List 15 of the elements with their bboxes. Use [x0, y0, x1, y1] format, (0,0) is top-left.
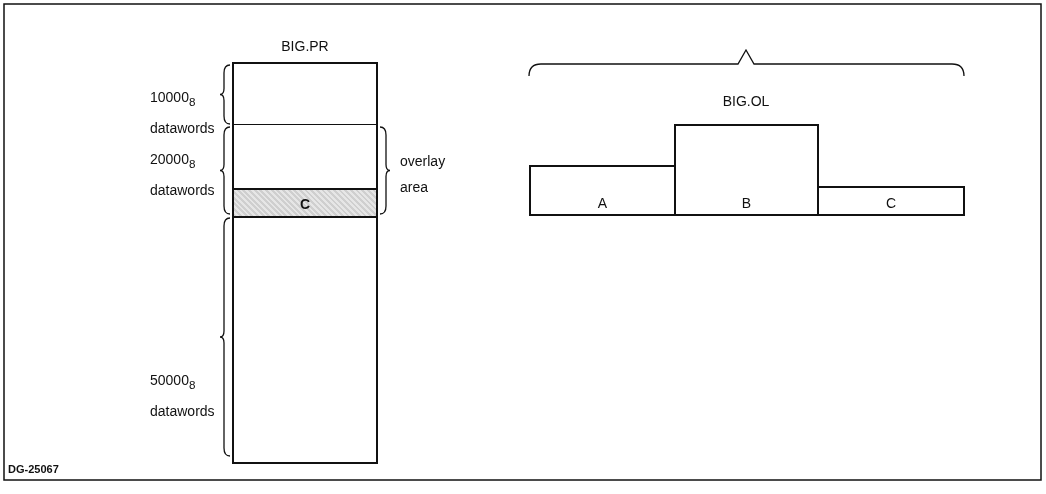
- size-label: 50000$_{8}$ datawords: [150, 371, 216, 421]
- size-label: overlay area: [400, 152, 447, 197]
- group-title: BIG.OL: [721, 92, 771, 111]
- block-title: BIG.PR: [280, 38, 330, 54]
- shaded-segment: [234, 188, 376, 218]
- segment-label: A: [596, 195, 609, 211]
- size-label: 10000$_{8}$ datawords: [150, 88, 216, 138]
- overlay-block: [529, 165, 676, 216]
- segment-label: B: [740, 195, 753, 211]
- overlay-block: [817, 186, 965, 216]
- overlay-block: [674, 124, 819, 216]
- figure-number: DG-25067: [8, 462, 59, 476]
- segment-label: C: [298, 196, 312, 212]
- segment-label: C: [884, 195, 898, 211]
- size-label: 20000$_{8}$ datawords: [150, 150, 216, 200]
